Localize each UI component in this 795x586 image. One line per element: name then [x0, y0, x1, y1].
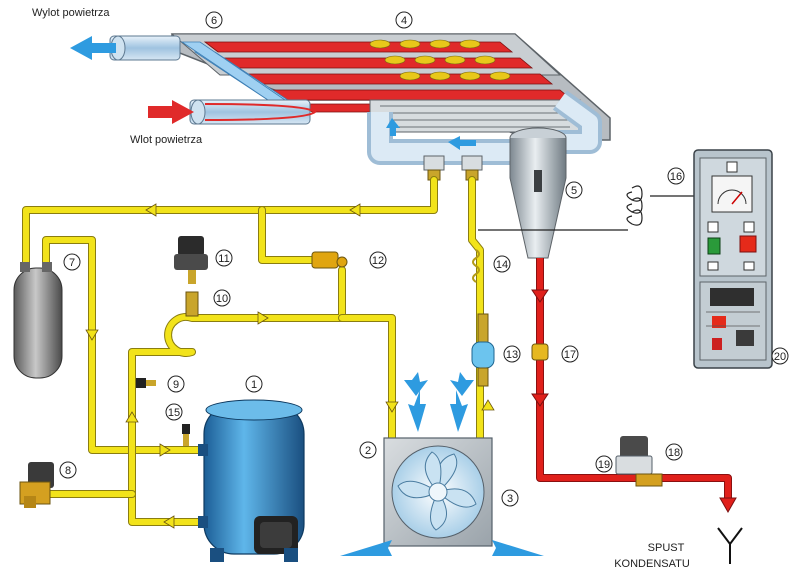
- air-outlet-arrow-icon: [70, 36, 116, 60]
- callout-circle: [595, 455, 613, 473]
- control-panel: [693, 149, 773, 369]
- callout-circle: [167, 375, 185, 393]
- callout-circle: [501, 489, 519, 507]
- callout-number: 17: [564, 349, 576, 361]
- callout-circle: [213, 289, 231, 307]
- condensate-separator: [509, 127, 567, 259]
- callout-circle: [63, 253, 81, 271]
- airflow-arrow-icon: [340, 372, 544, 556]
- callout-circle: [565, 181, 583, 199]
- compressor: [198, 399, 305, 562]
- callout-number: 19: [598, 459, 610, 471]
- exchanger-connections: [423, 155, 483, 181]
- flow-arrow-icon: [145, 203, 157, 217]
- callout-number: 6: [211, 15, 217, 27]
- callout-number: 8: [65, 465, 71, 477]
- callout-circle: [561, 345, 579, 363]
- callout-number: 10: [216, 293, 228, 305]
- callout-number: 2: [365, 445, 371, 457]
- callout-circle: [369, 251, 387, 269]
- callout-circle: [205, 11, 223, 29]
- flow-arrow-icon: [85, 329, 99, 341]
- air-inlet-label: Wlot powietrza: [130, 134, 203, 146]
- callout-circle: [165, 403, 183, 421]
- air-outlet-duct: [70, 35, 181, 61]
- callout-number: 3: [507, 493, 513, 505]
- evaporator-fins: [369, 39, 511, 81]
- airflow-arrow-icon: [386, 118, 400, 136]
- callout-circle: [771, 347, 789, 365]
- callout-circle: [395, 11, 413, 29]
- flow-arrow-icon: [531, 393, 549, 407]
- flow-arrow-icon: [349, 203, 361, 217]
- gauge-icon: [711, 175, 753, 213]
- callout-circle: [503, 345, 521, 363]
- callout-circle: [59, 461, 77, 479]
- callout-number: 11: [218, 253, 229, 265]
- callout-circle: [245, 375, 263, 393]
- condensate-drain-label-line2: KONDENSATU: [614, 558, 690, 570]
- refrigerant-circuit: [22, 176, 495, 529]
- cold-air-duct: [367, 90, 602, 165]
- flow-arrow-icon: [531, 289, 549, 303]
- callout-number: 13: [506, 349, 518, 361]
- callout-number: 9: [173, 379, 179, 391]
- power-switch: [707, 237, 721, 255]
- flow-arrow-icon: [257, 311, 269, 325]
- air-inlet-duct: [148, 99, 317, 125]
- pressure-switch: [174, 236, 208, 317]
- service-valves: [136, 378, 190, 446]
- drain-y-icon: [717, 527, 743, 564]
- alarm-lamp: [739, 235, 757, 253]
- flow-arrow-icon: [159, 443, 171, 457]
- callout-number: 12: [372, 255, 384, 267]
- expansion-valve: [311, 251, 339, 269]
- callout-number: 4: [401, 15, 407, 27]
- coil-tubes: [380, 105, 570, 128]
- callout-circle: [665, 443, 683, 461]
- fan-icon: [397, 451, 477, 531]
- callout-number: 5: [571, 185, 577, 197]
- flow-arrow-icon: [481, 399, 495, 411]
- condensate-drain-line: [531, 258, 743, 564]
- air-inlet-arrow-icon: [148, 100, 194, 124]
- flow-arrow-icon: [163, 515, 175, 529]
- callout-circle: [215, 249, 233, 267]
- callout-number: 15: [168, 407, 180, 419]
- temperature-probe: [478, 185, 694, 231]
- airflow-arrow-icon: [448, 136, 476, 150]
- flow-arrow-icon: [125, 411, 139, 423]
- callout-number: 14: [496, 259, 508, 271]
- callout-number: 18: [668, 447, 680, 459]
- hot-gas-bypass-valve: [19, 462, 54, 508]
- receiver-tank: [13, 262, 63, 379]
- condenser-unit: [340, 372, 544, 556]
- heat-exchanger-assembly: [170, 33, 611, 141]
- callout-number: 7: [69, 257, 75, 269]
- callout-circle: [359, 441, 377, 459]
- callout-number: 16: [670, 171, 682, 183]
- callout-number: 20: [774, 351, 786, 363]
- flow-arrow-icon: [385, 401, 399, 413]
- air-outlet-label: Wylot powietrza: [32, 7, 110, 19]
- callout-number: 1: [251, 379, 257, 391]
- filter-dryer: [471, 313, 495, 387]
- flow-arrow-icon: [719, 497, 737, 514]
- callout-circle: [667, 167, 685, 185]
- condensate-drain-label-line1: SPUST: [648, 542, 685, 554]
- callout-circle: [493, 255, 511, 273]
